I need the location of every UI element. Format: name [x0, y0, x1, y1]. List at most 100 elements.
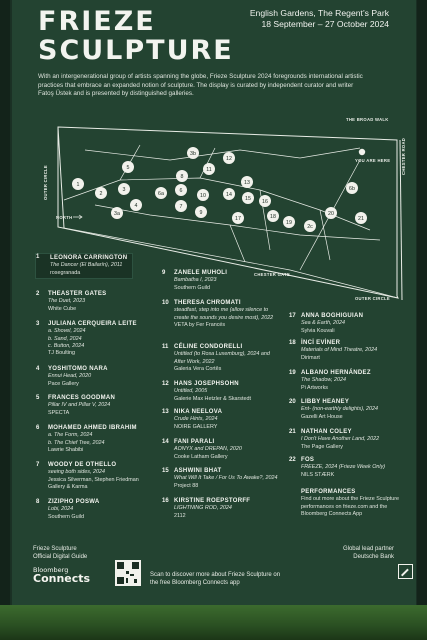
- artist-name: FANI PARALI: [174, 439, 215, 445]
- artist-name: HANS JOSEPHSOHN: [174, 381, 239, 387]
- list-item: 11 CÉLINE CONDORELLI Untitled (to Rosa L…: [162, 344, 280, 373]
- label-you-are-here: YOU ARE HERE: [355, 158, 390, 163]
- svg-text:19: 19: [286, 220, 292, 226]
- entry-number: 12: [162, 381, 169, 387]
- artist-name: KIRSTINE ROEPSTORFF: [174, 498, 251, 504]
- pin-3a: 3a: [111, 207, 123, 219]
- scan-text: Scan to discover more about Frieze Sculp…: [150, 572, 281, 586]
- work-title: Untitled, 2005: [174, 388, 208, 395]
- pin-8: 8: [176, 170, 188, 182]
- pin-9: 9: [195, 206, 207, 218]
- artist-name: NIKA NEELOVA: [174, 409, 223, 415]
- entry-number: 19: [289, 370, 296, 376]
- gallery-name: TJ Boulting: [48, 350, 75, 357]
- work-title: The Shadow, 2024: [301, 377, 346, 384]
- qr-code[interactable]: [115, 560, 141, 586]
- work-title: LIGHTNING ROD, 2024: [174, 505, 232, 512]
- svg-text:2: 2: [100, 191, 103, 197]
- entry-number: 11: [162, 344, 169, 350]
- work-title: I Don't Have Another Land, 2022: [301, 436, 380, 443]
- map-boundary: [57, 126, 399, 299]
- svg-text:14: 14: [226, 192, 232, 198]
- pin-20: 20: [325, 207, 337, 219]
- svg-text:1: 1: [77, 182, 80, 188]
- location-block: English Gardens, The Regent’s Park 18 Se…: [250, 8, 389, 30]
- entry-number: 21: [289, 429, 296, 435]
- north-arrow-icon: [73, 214, 83, 220]
- gallery-name: Galerie Max Hetzler & Skarstedt: [174, 395, 251, 402]
- partner-line-1: Global lead partner: [342, 546, 394, 552]
- list-item: 12 HANS JOSEPHSOHN Untitled, 2005 Galeri…: [162, 381, 280, 403]
- gallery-name: Lawrie Shabibi: [48, 446, 84, 453]
- artist-name: ZANELE MUHOLI: [174, 270, 228, 276]
- gallery-name: NILS STÆRK: [301, 471, 335, 478]
- gallery-name: The Page Gallery: [301, 443, 343, 450]
- gallery-name: Galeria Vera Cortês: [174, 365, 222, 372]
- gallery-name: Pi Artworks: [301, 384, 328, 391]
- gallery-name: Project 88: [174, 482, 199, 489]
- pin-3b: 3b: [187, 147, 199, 159]
- list-item: 7 WOODY DE OTHELLO seeing both sides, 20…: [36, 462, 151, 491]
- list-item: 19 ALBANO HERNÁNDEZ The Shadow, 2024 Pi …: [289, 370, 404, 392]
- work-title: Sea & Earth, 2024: [301, 320, 346, 327]
- work-title: Crude Hints, 2024: [174, 416, 218, 423]
- svg-text:18: 18: [270, 214, 276, 220]
- entry-number: 20: [289, 399, 296, 405]
- entry-number: 16: [162, 498, 169, 504]
- entry-number: 6: [36, 425, 40, 431]
- label-outer-circle-bottom: OUTER CIRCLE: [355, 296, 390, 301]
- work-title: b. Sand, 2024: [48, 335, 82, 342]
- svg-text:10: 10: [200, 193, 206, 199]
- gallery-name: SPECTA: [48, 409, 70, 416]
- performances-text: Find out more about the Frieze Sculpture…: [301, 496, 399, 517]
- pin-2c: 2c: [304, 220, 316, 232]
- bloomberg-wordmark: Bloomberg: [33, 566, 69, 574]
- work-title: Pillar IV and Pillar V, 2024: [48, 402, 111, 409]
- gallery-name: White Cube: [48, 305, 77, 312]
- svg-text:16: 16: [262, 199, 268, 205]
- pin-19: 19: [283, 216, 295, 228]
- work-title: Untitled (to Rosa Luxemburg), 2024 and A…: [174, 351, 270, 365]
- right-post: [417, 0, 427, 640]
- gallery-name: Cooke Latham Gallery: [174, 453, 228, 460]
- gallery-name: Sylvia Kouvali: [301, 327, 335, 334]
- gallery-name: Gazelli Art House: [301, 413, 343, 420]
- title-line-2: SCULPTURE: [38, 35, 234, 66]
- artist-name: ALBANO HERNÁNDEZ: [301, 370, 371, 376]
- list-item: 17 ANNA BOGHIGUIAN Sea & Earth, 2024 Syl…: [289, 313, 404, 335]
- pin-16: 16: [259, 195, 271, 207]
- pin-6b: 6b: [346, 182, 358, 194]
- label-outer-circle-left: OUTER CIRCLE: [43, 165, 48, 200]
- pin-11: 11: [203, 163, 215, 175]
- artist-name: LEONORA CARRINGTON: [50, 255, 128, 261]
- gallery-name: rosegranada: [50, 269, 81, 276]
- list-item: 3 JULIANA CERQUEIRA LEITE a. Shovel, 202…: [36, 321, 151, 357]
- list-item: 4 YOSHITOMO NARA Ennui Head, 2020 Pace G…: [36, 366, 151, 388]
- artist-name: FRANCES GOODMAN: [48, 395, 116, 401]
- artist-name: ASHWINI BHAT: [174, 468, 222, 474]
- work-title: FREEZE, 2024 (Frieze Week Only): [301, 464, 386, 471]
- you-are-here-marker: [358, 148, 366, 156]
- artist-name: İNCİ EVİNER: [301, 340, 341, 346]
- label-chester-road: CHESTER ROAD: [401, 138, 406, 175]
- entry-number: 22: [289, 457, 296, 463]
- entry-number: 9: [162, 270, 166, 276]
- entry-number: 17: [289, 313, 296, 319]
- list-item: 13 NIKA NEELOVA Crude Hints, 2024 NOIRE …: [162, 409, 280, 431]
- intro-text: With an intergenerational group of artis…: [38, 73, 363, 98]
- label-broad-walk: THE BROAD WALK: [346, 117, 389, 122]
- artist-name: THERESA CHROMATI: [174, 300, 241, 306]
- list-item: 22 FOS FREEZE, 2024 (Frieze Week Only) N…: [289, 457, 404, 479]
- list-item: 20 LIBBY HEANEY Ent- (non-earthly deligh…: [289, 399, 404, 421]
- svg-text:4: 4: [135, 203, 138, 209]
- artist-name: JULIANA CERQUEIRA LEITE: [48, 321, 137, 327]
- artist-name: MOHAMED AHMED IBRAHIM: [48, 425, 137, 431]
- performances-block: PERFORMANCES Find out more about the Fri…: [301, 489, 404, 518]
- gallery-name: VETA by Fer Francés: [174, 321, 226, 328]
- list-item: 8 ZIZIPHO POSWA Lobi, 2024 Southern Guil…: [36, 499, 151, 521]
- svg-text:8: 8: [181, 174, 184, 180]
- grass: [0, 605, 427, 640]
- entry-number: 1: [36, 254, 40, 260]
- entry-number: 7: [36, 462, 40, 468]
- list-item: 10 THERESA CHROMATI steadfast, step into…: [162, 300, 280, 329]
